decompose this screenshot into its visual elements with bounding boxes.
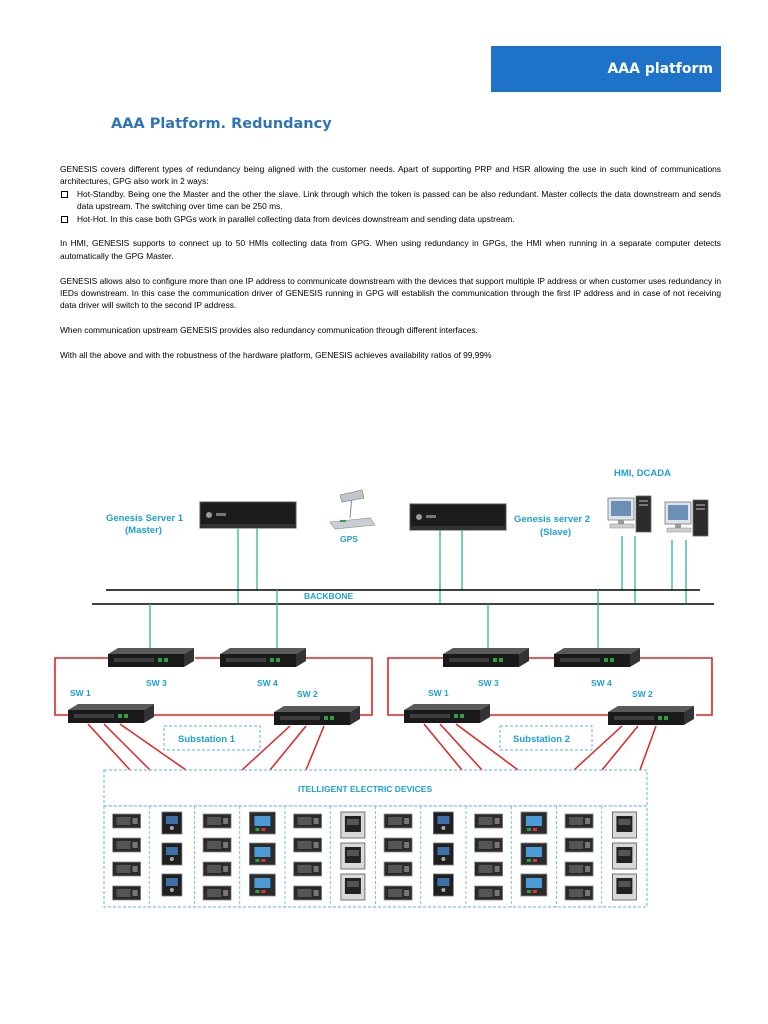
ied-device-grid <box>112 806 637 907</box>
ied-device-icon <box>202 885 232 901</box>
ied-device-icon <box>564 861 594 877</box>
gps-label: GPS <box>340 534 358 544</box>
right-sw3-label: SW 3 <box>478 678 499 688</box>
substation2-box <box>499 725 593 751</box>
left-sw2-label: SW 2 <box>297 689 318 699</box>
ied-device-icon <box>564 813 594 829</box>
page-title: AAA Platform. Redundancy <box>111 116 332 132</box>
substation1-label: Substation 1 <box>178 734 236 745</box>
switch-icon <box>108 648 194 667</box>
ied-device-icon <box>474 885 504 901</box>
ied-device-icon <box>340 811 366 839</box>
right-sw2-label: SW 2 <box>632 689 653 699</box>
server2-label: Genesis server 2 <box>514 514 590 525</box>
left-sw3-label: SW 3 <box>146 678 167 688</box>
switch-icon <box>443 648 529 667</box>
ied-device-icon <box>112 837 142 853</box>
ied-device-icon <box>564 837 594 853</box>
switch-icon <box>274 706 360 725</box>
ied-device-icon <box>564 885 594 901</box>
ied-device-icon <box>383 885 413 901</box>
ied-device-icon <box>474 837 504 853</box>
ied-device-icon <box>161 842 183 866</box>
switch-icon <box>608 706 694 725</box>
ied-device-icon <box>293 837 323 853</box>
ied-device-icon <box>112 885 142 901</box>
hmi-computer-icon <box>607 495 652 533</box>
paragraph-hmi: In HMI, GENESIS supports to connect up t… <box>60 238 721 261</box>
server-slave-icon <box>409 503 507 531</box>
right-sw1-label: SW 1 <box>428 688 449 698</box>
substation1-box <box>163 725 261 751</box>
checkbox-bullet-icon <box>61 190 68 198</box>
left-sw1-label: SW 1 <box>70 688 91 698</box>
ied-device-icon <box>293 813 323 829</box>
ied-device-icon <box>202 861 232 877</box>
ied-device-icon <box>112 813 142 829</box>
server-master-icon <box>199 501 297 529</box>
ied-device-icon <box>202 837 232 853</box>
ied-device-icon <box>383 837 413 853</box>
backbone-label: BACKBONE <box>304 591 353 601</box>
checkbox-bullet-icon <box>61 215 68 223</box>
ied-device-icon <box>248 873 276 897</box>
ied-device-icon <box>474 813 504 829</box>
ied-device-icon <box>611 842 637 870</box>
right-sw4-label: SW 4 <box>591 678 612 688</box>
ied-device-icon <box>432 873 454 897</box>
bullet-text: Hot-Hot. In this case both GPGs work in … <box>77 213 515 224</box>
ied-device-icon <box>520 842 548 866</box>
ied-device-icon <box>611 873 637 901</box>
ied-header-box <box>103 769 648 807</box>
ied-device-icon <box>520 873 548 897</box>
ied-device-icon <box>112 861 142 877</box>
paragraph-availability: With all the above and with the robustne… <box>60 350 492 361</box>
ied-device-icon <box>340 873 366 901</box>
gps-antenna-icon <box>329 489 376 530</box>
ied-device-icon <box>474 861 504 877</box>
ied-device-icon <box>293 861 323 877</box>
ied-device-icon <box>248 811 276 835</box>
ied-device-icon <box>340 842 366 870</box>
server1-label: Genesis Server 1 <box>106 513 184 524</box>
ied-device-icon <box>161 873 183 897</box>
hmi-label: HMI, DCADA <box>614 468 671 479</box>
switch-icon <box>68 704 154 723</box>
network-diagram: HMI, DCADA Genesis Server 1 (Master) Gen… <box>54 468 714 908</box>
brand-banner: AAA platform <box>491 46 721 92</box>
ied-device-icon <box>432 842 454 866</box>
bullet-text: Hot-Standby. Being one the Master and th… <box>77 188 721 212</box>
ied-device-icon <box>383 813 413 829</box>
server2-role: (Slave) <box>540 527 571 538</box>
brand-title: AAA platform <box>607 61 713 77</box>
switch-icon <box>220 648 306 667</box>
server1-role: (Master) <box>125 525 162 536</box>
ied-device-icon <box>611 811 637 839</box>
ied-device-icon <box>161 811 183 835</box>
ied-device-icon <box>293 885 323 901</box>
paragraph-intro: GENESIS covers different types of redund… <box>60 164 721 187</box>
substation2-label: Substation 2 <box>513 734 570 745</box>
switch-icon <box>554 648 640 667</box>
ied-device-icon <box>520 811 548 835</box>
ied-label: ITELLIGENT ELECTRIC DEVICES <box>298 784 432 794</box>
hmi-computer-icon <box>664 499 709 537</box>
ied-device-icon <box>248 842 276 866</box>
ied-device-icon <box>202 813 232 829</box>
body-text: GENESIS covers different types of redund… <box>60 163 721 361</box>
paragraph-ip: GENESIS allows also to configure more th… <box>60 275 721 311</box>
ied-device-icon <box>383 861 413 877</box>
bullet-hot-hot: Hot-Hot. In this case both GPGs work in … <box>60 213 721 225</box>
ied-device-icon <box>432 811 454 835</box>
switch-icon <box>404 704 490 723</box>
paragraph-upstream: When communication upstream GENESIS prov… <box>60 325 478 336</box>
left-sw4-label: SW 4 <box>257 678 278 688</box>
bullet-hot-standby: Hot-Standby. Being one the Master and th… <box>60 188 721 213</box>
